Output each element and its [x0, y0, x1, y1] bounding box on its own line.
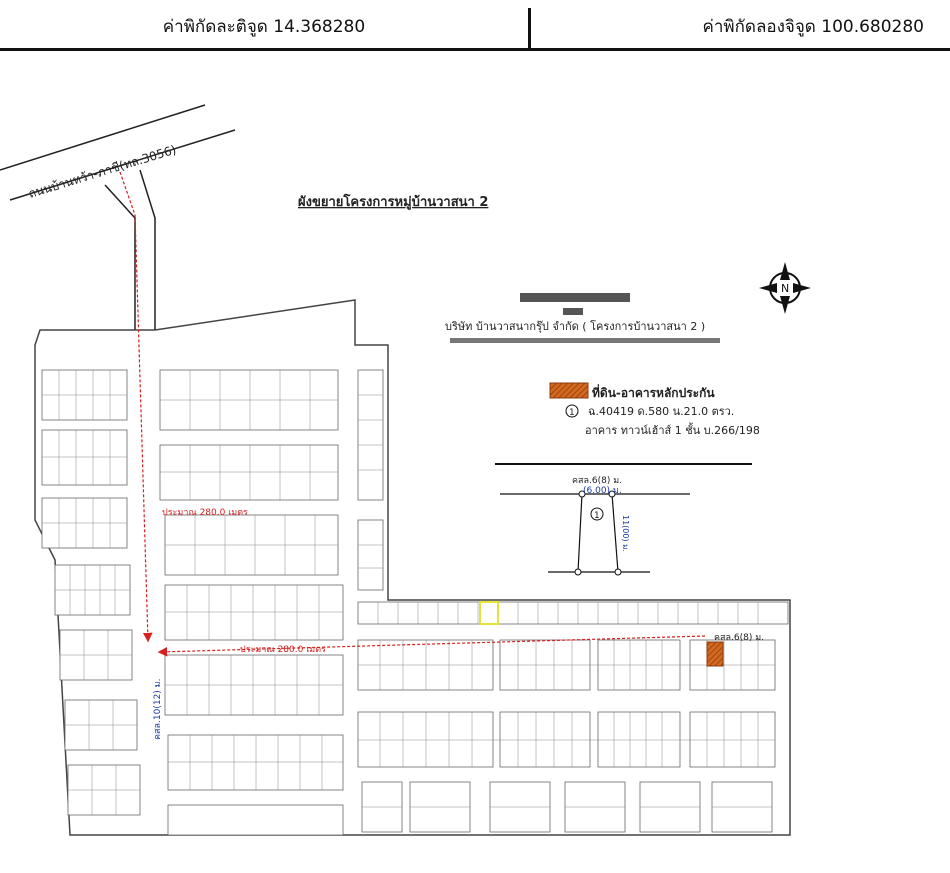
- inset-plot-depth: 11(00) ม.: [621, 515, 630, 552]
- left-plot-dividers: [42, 370, 140, 815]
- north-arrow-icon: N: [759, 262, 811, 314]
- project-company: บริษัท บ้านวาสนากรุ๊ป จำกัด ( โครงการบ้า…: [445, 319, 705, 333]
- inset-diagram: [495, 463, 752, 576]
- inset-plot-marker: 1: [594, 511, 600, 521]
- legend-marker-circle: [565, 404, 579, 418]
- latitude-label: ค่าพิกัดละติจูด 14.368280: [162, 17, 366, 37]
- access-road: [104, 169, 156, 330]
- right-plot-dividers: [358, 602, 775, 808]
- distance-label-2: ประมาณ 280.0 เมตร: [240, 645, 326, 655]
- road-label-left: คสล.10(12) ม.: [153, 679, 163, 740]
- legend-swatch: [549, 382, 589, 399]
- project-sub-smudge: [563, 308, 583, 315]
- inset-road-label: คสล.6(8) ม.: [572, 476, 622, 486]
- longitude-label: ค่าพิกัดลองจิจูด 100.680280: [702, 17, 925, 37]
- legend-building: อาคาร ทาวน์เฮ้าส์ 1 ชั้น บ.266/198: [585, 422, 760, 437]
- plan-title: ผังขยายโครงการหมู่บ้านวาสนา 2: [298, 193, 488, 210]
- right-plot-blocks: [357, 601, 789, 833]
- centre-plot-blocks: [159, 369, 384, 836]
- inset-road-width: (6.00) ม.: [583, 486, 622, 496]
- distance-label-1: ประมาณ 280.0 เมตร: [162, 508, 248, 518]
- legend-label: ที่ดิน-อาคารหลักประกัน: [592, 384, 715, 400]
- collateral-plot: [706, 641, 724, 667]
- coordinate-header: ค่าพิกัดละติจูด 14.368280 ค่าพิกัดลองจิจ…: [0, 0, 950, 51]
- project-address-smudge: [450, 338, 720, 343]
- site-plan-map: ถนนบ้านหว้า-ภาชี(ทล.3056): [0, 104, 811, 836]
- left-plot-blocks: [41, 369, 141, 816]
- legend-marker: 1: [569, 408, 575, 418]
- distance-routes: [119, 171, 706, 657]
- header-divider: [528, 8, 531, 48]
- main-road: [0, 104, 236, 201]
- highlight-plot: [479, 601, 499, 625]
- north-label: N: [781, 282, 789, 295]
- project-boundary: [34, 299, 791, 836]
- project-name-smudge: [520, 293, 630, 302]
- centre-plot-dividers: [160, 370, 383, 790]
- main-road-label: ถนนบ้านหว้า-ภาชี(ทล.3056): [27, 143, 178, 201]
- legend-deed: ฉ.40419 ด.580 น.21.0 ตรว.: [588, 405, 734, 418]
- road-label-right: คสล.6(8) ม.: [714, 633, 764, 643]
